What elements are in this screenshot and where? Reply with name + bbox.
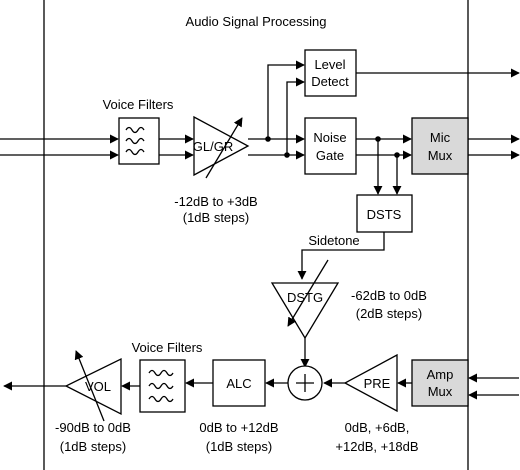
voice-filters-top-label: Voice Filters (103, 97, 174, 112)
level-detect-label-2: Detect (311, 74, 349, 89)
vol-range-line1: -90dB to 0dB (55, 420, 131, 435)
pre-amplifier-block (343, 353, 398, 413)
voice-filters-bottom-label: Voice Filters (132, 340, 203, 355)
mic-mux-block (411, 117, 469, 175)
filter-wave-icon (148, 369, 174, 403)
voice-filters-bottom-block (139, 359, 186, 413)
branch-to-level-2 (286, 77, 305, 155)
branch-to-level-1 (267, 60, 305, 139)
noise-gate-label-2: Gate (316, 148, 344, 163)
vol-range-line2: (1dB steps) (60, 439, 126, 454)
amp-mux-label-1: Amp (427, 367, 454, 382)
alc-label: ALC (226, 376, 251, 391)
glgr-range-line2: (1dB steps) (183, 210, 249, 225)
pre-range-line1: 0dB, +6dB, (345, 420, 410, 435)
amp-mux-label-2: Mux (428, 384, 453, 399)
sidetone-line (297, 232, 385, 280)
alc-range-line1: 0dB to +12dB (199, 420, 278, 435)
vol-gain-arrow (74, 350, 105, 422)
pre-range-line2: +12dB, +18dB (335, 439, 418, 454)
mic-mux-label-1: Mic (430, 130, 451, 145)
sidetone-label: Sidetone (308, 233, 359, 248)
noise-gate-label-1: Noise (313, 130, 346, 145)
glgr-label: GL/GR (193, 139, 233, 154)
pre-label: PRE (364, 376, 391, 391)
amp-mux-block (411, 359, 469, 407)
glgr-amplifier-block (193, 115, 250, 177)
voice-filters-top-block (118, 117, 160, 165)
dstg-range-line2: (2dB steps) (356, 306, 422, 321)
summing-junction (287, 365, 323, 401)
dsts-block (356, 194, 413, 233)
level-detect-block (304, 49, 357, 97)
glgr-gain-arrow (205, 117, 243, 179)
glgr-range-line1: -12dB to +3dB (174, 194, 257, 209)
mic-mux-label-2: Mux (428, 148, 453, 163)
dstg-gain-arrow (287, 259, 329, 327)
dsts-label: DSTS (367, 207, 402, 222)
alc-block (212, 359, 266, 407)
diagram-title: Audio Signal Processing (186, 14, 327, 29)
noise-gate-block (304, 117, 357, 175)
dstg-range-line1: -62dB to 0dB (351, 288, 427, 303)
vol-amplifier-block (64, 357, 122, 416)
alc-range-line2: (1dB steps) (206, 439, 272, 454)
level-detect-label-1: Level (314, 57, 345, 72)
vol-label: VOL (85, 379, 111, 394)
filter-wave-icon (125, 126, 145, 156)
dstg-amplifier-block (270, 282, 340, 340)
